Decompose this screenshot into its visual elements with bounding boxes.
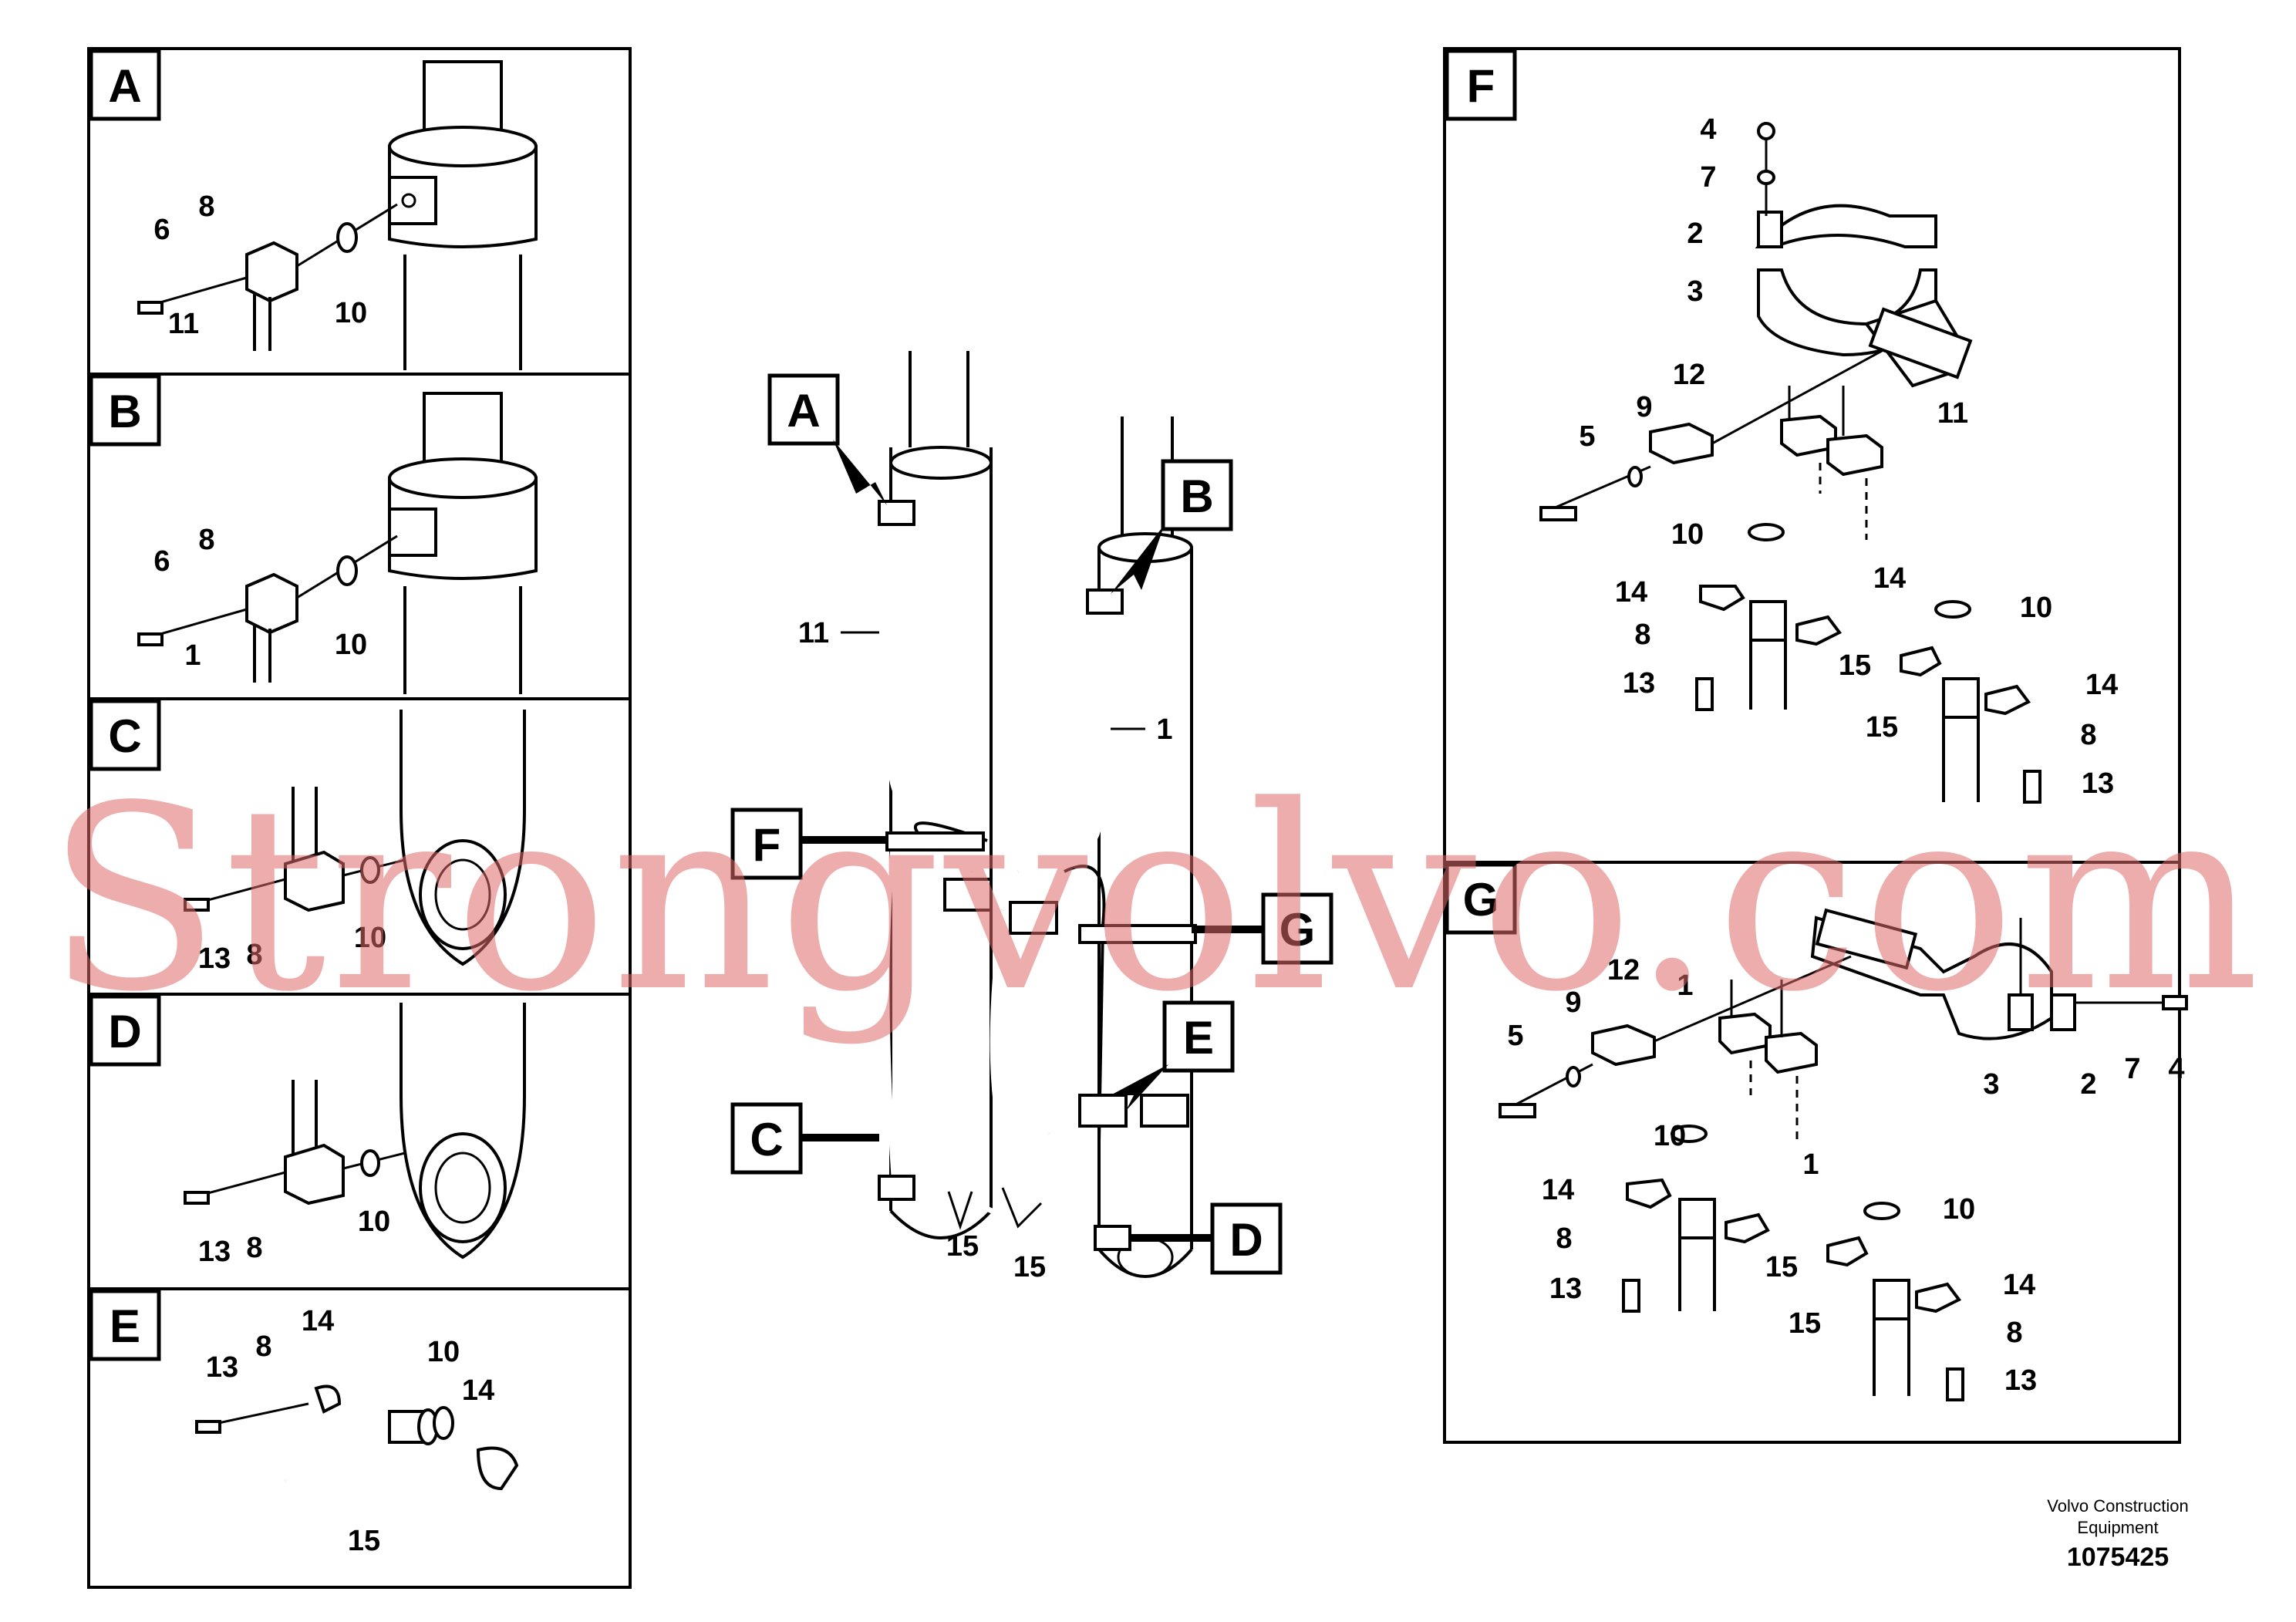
callout-e: E <box>1111 1000 1235 1111</box>
panel-a: A 6 8 11 10 <box>89 49 538 370</box>
watermark: Strongvolvo.com <box>46 751 2260 1047</box>
label-10: 10 <box>427 1336 460 1368</box>
callout-f: F <box>730 808 887 880</box>
drawing-number: 1075425 <box>2067 1543 2169 1572</box>
callout-c: C <box>730 1102 879 1175</box>
panel-b: B 6 8 1 10 <box>89 374 538 694</box>
label-14: 14 <box>462 1374 494 1407</box>
main-assembly <box>878 351 1197 1278</box>
panel-d-title: D <box>108 1006 141 1057</box>
panel-e-title: E <box>110 1300 140 1352</box>
label-12: 12 <box>1607 954 1640 986</box>
label-14: 14 <box>2003 1269 2035 1301</box>
label-14: 14 <box>302 1305 334 1337</box>
label-13: 13 <box>2082 767 2114 800</box>
label-8: 8 <box>255 1330 271 1363</box>
label-9: 9 <box>1636 391 1652 423</box>
callout-a: A <box>767 373 887 505</box>
label-15: 15 <box>1789 1307 1821 1340</box>
label-8: 8 <box>2080 719 2096 751</box>
label-7: 7 <box>2124 1053 2140 1085</box>
label-8: 8 <box>1634 619 1650 651</box>
label-5: 5 <box>1579 420 1595 453</box>
panel-f-title: F <box>1467 60 1495 112</box>
svg-text:F: F <box>753 819 781 871</box>
label-8: 8 <box>198 191 214 223</box>
label-10: 10 <box>1943 1193 1975 1226</box>
label-13: 13 <box>2004 1364 2037 1397</box>
label-15: 15 <box>1839 649 1871 682</box>
svg-text:E: E <box>1183 1012 1214 1064</box>
label-13: 13 <box>1549 1273 1582 1305</box>
label-8: 8 <box>246 1232 262 1264</box>
label-10: 10 <box>2020 592 2052 624</box>
label-3: 3 <box>1983 1068 1999 1101</box>
label-9: 9 <box>1565 986 1581 1019</box>
callout-g: G <box>1192 892 1333 965</box>
company-line-2: Equipment <box>2077 1518 2158 1537</box>
label-6: 6 <box>153 545 170 578</box>
label-2: 2 <box>1687 218 1703 250</box>
label-1: 1 <box>1677 969 1693 1002</box>
panel-g: G 12 1 9 5 10 3 <box>1445 862 2188 1401</box>
label-11: 11 <box>168 308 199 340</box>
label-15: 15 <box>348 1525 380 1557</box>
label-13: 13 <box>198 1236 231 1268</box>
label-7: 7 <box>1700 161 1716 194</box>
label-1: 1 <box>1156 713 1172 746</box>
label-11: 11 <box>1937 397 1968 430</box>
label-8: 8 <box>246 939 262 971</box>
label-14: 14 <box>1873 562 1906 595</box>
label-13: 13 <box>206 1351 238 1384</box>
label-3: 3 <box>1687 275 1703 308</box>
label-1: 1 <box>1802 1148 1819 1181</box>
label-2: 2 <box>2080 1068 2096 1101</box>
callout-b: B <box>1111 459 1233 594</box>
svg-text:D: D <box>1229 1214 1263 1266</box>
left-column-frame <box>87 47 632 1589</box>
label-10: 10 <box>358 1206 390 1238</box>
label-10: 10 <box>1654 1120 1686 1152</box>
right-column-frame <box>1443 47 2181 1444</box>
label-14: 14 <box>2085 669 2118 701</box>
label-15: 15 <box>1013 1251 1046 1283</box>
label-15: 15 <box>1866 711 1898 744</box>
label-13: 13 <box>198 943 231 975</box>
company-line-1: Volvo Construction <box>2047 1496 2188 1516</box>
panel-c-title: C <box>108 710 141 762</box>
svg-text:C: C <box>750 1114 783 1165</box>
panel-g-title: G <box>1463 874 1499 926</box>
panel-c: C 13 8 10 <box>89 699 526 975</box>
label-5: 5 <box>1507 1020 1523 1052</box>
panel-a-title: A <box>108 60 141 112</box>
label-15: 15 <box>1765 1251 1798 1283</box>
panel-e: E 13 8 14 10 14 15 <box>89 1289 519 1557</box>
panel-b-title: B <box>108 386 141 437</box>
label-8: 8 <box>198 524 214 556</box>
label-15: 15 <box>946 1230 979 1263</box>
label-10: 10 <box>1671 518 1704 551</box>
label-4: 4 <box>1700 113 1716 146</box>
callout-d: D <box>1130 1202 1283 1275</box>
label-14: 14 <box>1542 1174 1574 1206</box>
panel-f: F 4 7 2 <box>1445 49 2118 804</box>
label-6: 6 <box>153 214 170 246</box>
label-11: 11 <box>798 617 829 649</box>
label-1: 1 <box>184 639 201 672</box>
label-8: 8 <box>1556 1222 1572 1255</box>
svg-text:A: A <box>787 385 820 437</box>
label-4: 4 <box>2168 1053 2184 1085</box>
label-14: 14 <box>1615 576 1647 609</box>
svg-text:G: G <box>1279 904 1316 956</box>
panel-d: D 13 8 10 <box>89 994 526 1268</box>
label-13: 13 <box>1623 667 1655 700</box>
label-12: 12 <box>1673 359 1705 391</box>
svg-text:B: B <box>1180 470 1213 522</box>
label-10: 10 <box>354 922 386 954</box>
label-8: 8 <box>2006 1317 2022 1349</box>
label-10: 10 <box>335 629 367 661</box>
label-10: 10 <box>335 297 367 329</box>
